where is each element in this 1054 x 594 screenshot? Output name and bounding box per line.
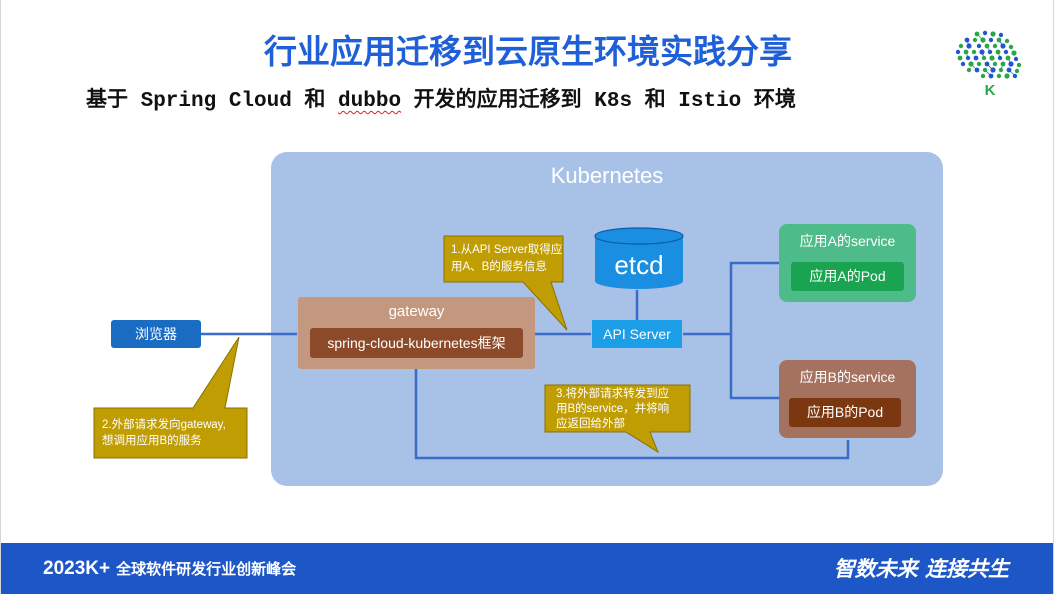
etcd-database: etcd [593, 226, 685, 290]
callout-text: 2.外部请求发向gateway, 想调用应用B的服务 [102, 417, 226, 449]
service-b-box: 应用B的service 应用B的Pod [779, 360, 916, 438]
logo-letter: K [984, 82, 996, 99]
cluster-label: Kubernetes [550, 163, 664, 188]
etcd-label: etcd [614, 250, 664, 280]
service-b-title: 应用B的service [799, 369, 896, 385]
callout-step-2: 2.外部请求发向gateway, 想调用应用B的服务 [93, 336, 249, 460]
gateway-title: gateway [388, 303, 445, 320]
callout-shape [544, 384, 691, 454]
callout-shape [443, 235, 568, 331]
subtitle-text-end: 开发的应用迁移到 K8s 和 Istio 环境 [401, 90, 796, 113]
callout-shape [93, 336, 248, 459]
footer-bar: 2023K+ 全球软件研发行业创新峰会 智数未来 连接共生 [1, 543, 1053, 594]
gateway-box: gateway spring-cloud-kubernetes框架 [298, 297, 535, 369]
service-a-title: 应用A的service [799, 233, 896, 249]
browser-box: 浏览器 [111, 320, 201, 348]
callout-step-1: 1.从API Server取得应 用A、B的服务信息 [443, 235, 569, 332]
database-cylinder-icon [594, 227, 684, 289]
callout-line: 用A、B的服务信息 [451, 261, 547, 273]
pod-b-box: 应用B的Pod [789, 398, 901, 427]
conference-logo: K [953, 28, 1027, 100]
brain-dots-logo-icon [955, 30, 1022, 79]
callout-step-3: 3.将外部请求转发到应 用B的service，并将响 应返回给外部 [544, 384, 692, 454]
slide-title: 行业应用迁移到云原生环境实践分享 [264, 33, 792, 70]
callout-text: 1.从API Server取得应 用A、B的服务信息 [451, 242, 562, 276]
callout-line: 用B的service，并将响 [556, 403, 670, 415]
callout-text: 3.将外部请求转发到应 用B的service，并将响 应返回给外部 [556, 387, 669, 432]
subtitle-flagged-word: dubbo [338, 90, 402, 113]
callout-line: 3.将外部请求转发到应 [556, 388, 670, 400]
footer-event-name: 全球软件研发行业创新峰会 [116, 561, 297, 578]
subtitle-text-start: 基于 Spring Cloud 和 [86, 90, 339, 113]
service-a-box: 应用A的service 应用A的Pod [779, 224, 916, 302]
gateway-framework-box: spring-cloud-kubernetes框架 [310, 328, 523, 358]
callout-line: 应返回给外部 [556, 418, 625, 430]
slide-subtitle: 基于 Spring Cloud 和 dubbo 开发的应用迁移到 K8s 和 I… [86, 89, 796, 115]
callout-line: 2.外部请求发向gateway, [102, 419, 226, 431]
callout-line: 1.从API Server取得应 [451, 244, 563, 256]
footer-conference: 2023K+ 全球软件研发行业创新峰会 [43, 543, 296, 594]
pod-a-box: 应用A的Pod [791, 262, 904, 291]
footer-brand: 2023K+ [43, 557, 111, 579]
footer-slogan: 智数未来 连接共生 [833, 556, 1009, 581]
callout-line: 想调用应用B的服务 [102, 435, 202, 447]
api-server-box: API Server [592, 320, 682, 348]
